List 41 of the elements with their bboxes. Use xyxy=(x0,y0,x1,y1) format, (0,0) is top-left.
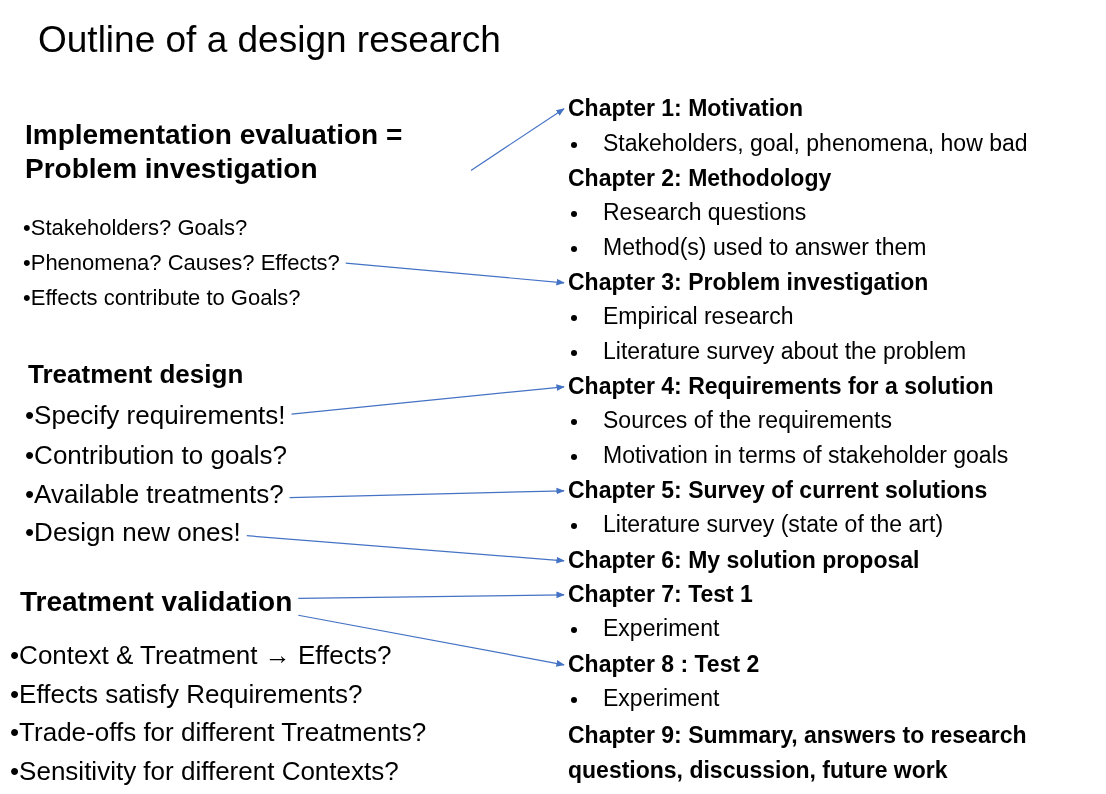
bullet-text: Literature survey (state of the art) xyxy=(603,511,944,539)
chapter-heading: Chapter 6: My solution proposal xyxy=(568,547,920,575)
question-item: •Effects satisfy Requirements? xyxy=(10,679,363,711)
bullet-text: Experiment xyxy=(603,615,720,643)
bullet-text: Stakeholders, goal, phenomena, how bad xyxy=(603,130,1028,158)
section-heading: Treatment validation xyxy=(20,585,293,619)
chapter-heading: Chapter 2: Methodology xyxy=(568,165,832,193)
question-item: •Specify requirements! xyxy=(25,400,286,432)
chapter-heading: Chapter 7: Test 1 xyxy=(568,581,753,609)
chapter-heading: Chapter 8 : Test 2 xyxy=(568,651,760,679)
arrow xyxy=(345,262,565,286)
bullet-text: Empirical research xyxy=(603,303,794,331)
arrow xyxy=(470,108,565,171)
section-heading: Implementation evaluation = Problem investigation xyxy=(25,118,465,186)
question-item: •Effects contribute to Goals? xyxy=(23,285,301,312)
chapter-heading: Chapter 4: Requirements for a solution xyxy=(568,373,994,401)
chapter-heading: Chapter 3: Problem investigation xyxy=(568,269,929,297)
arrow xyxy=(289,487,565,499)
arrow xyxy=(297,591,565,600)
bullet-text: Method(s) used to answer them xyxy=(603,234,927,262)
section-heading: Treatment design xyxy=(28,359,244,391)
arrow xyxy=(246,535,565,564)
question-item: •Sensitivity for different Contexts? xyxy=(10,756,399,788)
question-item: •Phenomena? Causes? Effects? xyxy=(23,250,340,277)
chapter-heading: Chapter 5: Survey of current solutions xyxy=(568,477,988,505)
question-item: •Design new ones! xyxy=(25,517,241,549)
arrow xyxy=(297,614,565,667)
question-item: •Available treatments? xyxy=(25,479,284,511)
chapter-heading: Chapter 1: Motivation xyxy=(568,95,804,123)
question-item: •Context & Treatment → Effects? xyxy=(10,640,392,672)
question-item: •Trade-offs for different Treatments? xyxy=(10,717,427,749)
question-item: •Stakeholders? Goals? xyxy=(23,215,248,242)
bullet-text: Sources of the requirements xyxy=(603,407,892,435)
bullet-text: Research questions xyxy=(603,199,807,227)
bullet-text: Motivation in terms of stakeholder goals xyxy=(603,442,1009,470)
bullet-text: Literature survey about the problem xyxy=(603,338,967,366)
bullet-text: Experiment xyxy=(603,685,720,713)
question-item: •Contribution to goals? xyxy=(25,440,288,472)
chapter-heading: Chapter 9: Summary, answers to research questions, discussion, future work xyxy=(568,721,1028,785)
slide-title: Outline of a design research xyxy=(38,18,501,62)
arrow xyxy=(290,384,565,415)
